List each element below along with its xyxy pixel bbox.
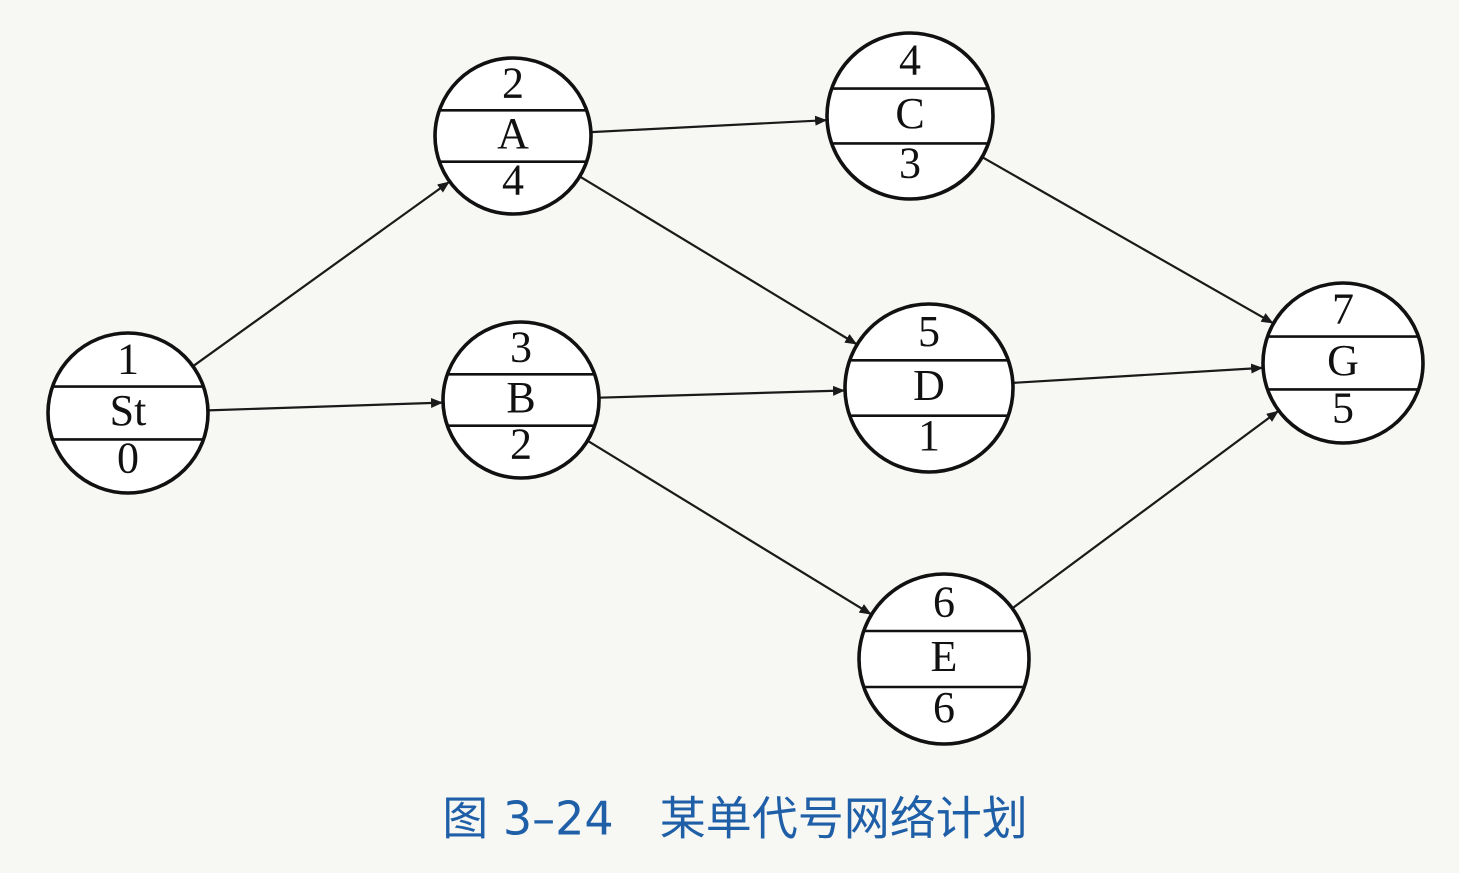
node-number: 5	[918, 307, 940, 356]
node-circle	[441, 320, 601, 480]
node-label: St	[110, 386, 147, 435]
node-a: 2A4	[433, 56, 593, 216]
node-d: 5D1	[843, 302, 1015, 474]
node-duration: 4	[502, 155, 524, 204]
node-c: 4C3	[825, 31, 995, 201]
node-duration: 1	[918, 411, 940, 460]
node-circle	[1261, 281, 1425, 445]
edge-arrow-b-to-e	[586, 439, 872, 616]
node-number: 3	[510, 323, 532, 372]
node-number: 2	[502, 59, 524, 108]
edge-arrow-st-to-a	[192, 181, 450, 368]
edge-arrow-a-to-c	[590, 115, 828, 134]
node-number: 1	[117, 334, 139, 383]
node-duration: 0	[117, 434, 139, 483]
node-label: G	[1327, 336, 1359, 385]
node-circle	[433, 56, 593, 216]
edge-arrow-e-to-g	[1011, 410, 1279, 610]
node-label: D	[913, 361, 945, 410]
node-circle	[843, 302, 1015, 474]
edge-arrow-b-to-d	[598, 385, 845, 399]
node-duration: 5	[1332, 384, 1354, 433]
node-b: 3B2	[441, 320, 601, 480]
edge-arrow-d-to-g	[1012, 363, 1264, 384]
edges-layer	[192, 115, 1279, 616]
node-circle	[46, 331, 210, 495]
node-label: C	[895, 89, 924, 138]
edge-arrow-st-to-b	[207, 397, 443, 412]
node-label: B	[506, 373, 535, 422]
figure-caption: 图 3–24 某单代号网络计划	[442, 792, 1027, 846]
node-circle	[857, 572, 1031, 746]
node-label: E	[931, 632, 958, 681]
node-label: A	[497, 109, 529, 158]
edge-arrow-a-to-d	[579, 175, 858, 345]
node-number: 6	[933, 577, 955, 626]
node-duration: 6	[933, 683, 955, 732]
edge-arrow-c-to-g	[981, 156, 1274, 324]
node-g: 7G5	[1261, 281, 1425, 445]
node-duration: 2	[510, 419, 532, 468]
node-circle	[825, 31, 995, 201]
node-number: 4	[899, 36, 921, 85]
node-number: 7	[1332, 284, 1354, 333]
node-e: 6E6	[857, 572, 1031, 746]
node-duration: 3	[899, 139, 921, 188]
